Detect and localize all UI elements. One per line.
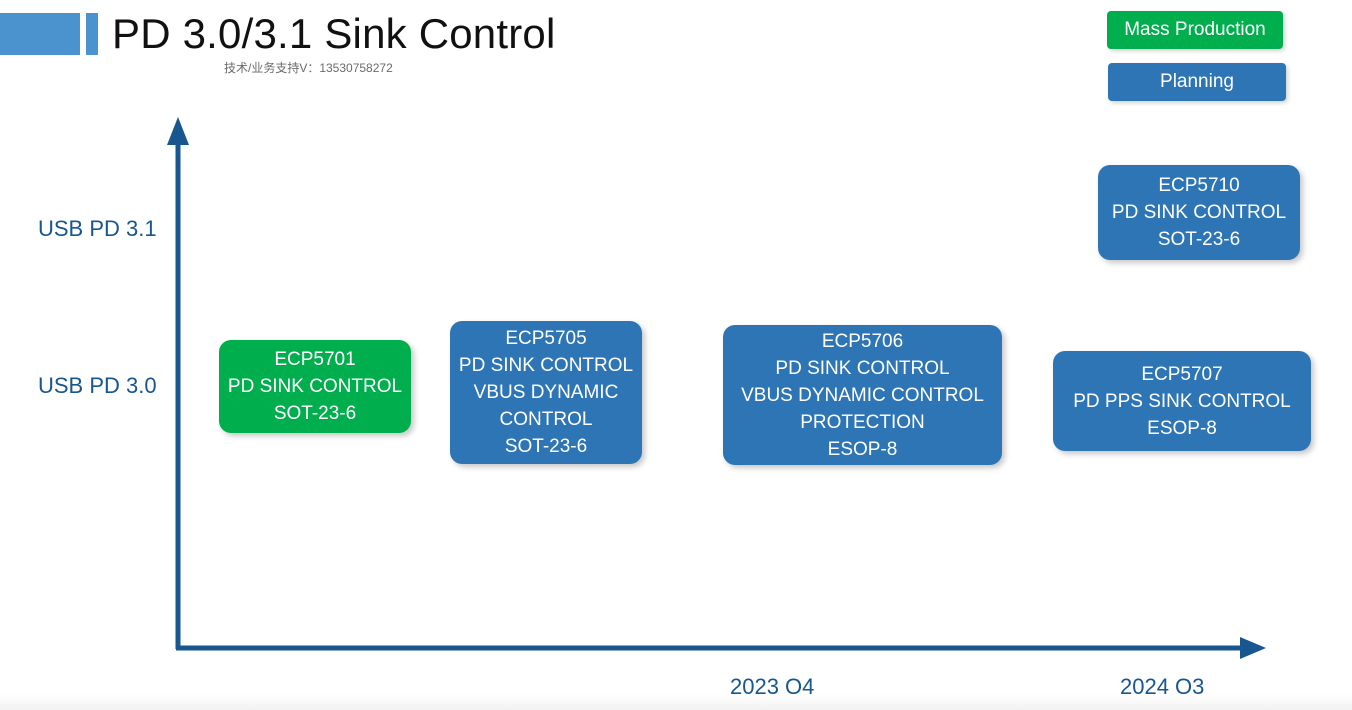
product-package-line: SOT-23-6	[504, 436, 588, 457]
product-feature-line: PD PPS SINK CONTROL	[1073, 390, 1291, 412]
legend-planning: Planning	[1108, 63, 1286, 101]
product-feature-line: PD SINK CONTROL	[1111, 202, 1287, 223]
product-card-ecp5710[interactable]: ECP5710 PD SINK CONTROL SOT-23-6	[1098, 165, 1300, 260]
product-part-number: ECP5701	[274, 349, 356, 370]
product-part-number: ECP5706	[821, 330, 904, 352]
title-accent-bar-wide	[0, 13, 80, 55]
legend-mass-production-label: Mass Production	[1124, 19, 1266, 40]
title-accent-bar-narrow	[86, 13, 98, 55]
product-card-ecp5701[interactable]: ECP5701 PD SINK CONTROL SOT-23-6	[219, 340, 411, 433]
product-part-number: ECP5710	[1158, 175, 1240, 196]
product-feature-line: PD SINK CONTROL	[775, 357, 950, 379]
product-package-line: SOT-23-6	[273, 403, 357, 424]
product-feature-line: PROTECTION	[800, 411, 925, 433]
product-package-line: ESOP-8	[1147, 417, 1217, 439]
contact-subtitle: 技术/业务支持V：13530758272	[224, 61, 393, 75]
product-part-number: ECP5705	[505, 328, 587, 349]
product-feature-line: VBUS DYNAMIC CONTROL	[473, 382, 619, 430]
y-axis-label-usb-pd-30: USB PD 3.0	[38, 373, 157, 398]
product-card-ecp5706[interactable]: ECP5706 PD SINK CONTROL VBUS DYNAMIC CON…	[723, 325, 1002, 465]
product-feature-line: PD SINK CONTROL	[458, 355, 634, 376]
y-axis-arrow-icon	[167, 117, 189, 145]
product-card-ecp5705[interactable]: ECP5705 PD SINK CONTROL VBUS DYNAMIC CON…	[450, 321, 642, 464]
product-feature-line: PD SINK CONTROL	[227, 376, 403, 397]
page-title: PD 3.0/3.1 Sink Control	[112, 10, 556, 57]
product-card-ecp5707[interactable]: ECP5707 PD PPS SINK CONTROL ESOP-8	[1053, 351, 1311, 451]
product-feature-line: VBUS DYNAMIC CONTROL	[741, 384, 984, 406]
product-part-number: ECP5707	[1141, 363, 1223, 385]
product-package-line: SOT-23-6	[1157, 229, 1241, 250]
y-axis-label-usb-pd-31: USB PD 3.1	[38, 216, 157, 241]
bottom-edge-band	[0, 694, 1352, 710]
product-package-line: ESOP-8	[827, 438, 898, 460]
legend-mass-production: Mass Production	[1107, 11, 1283, 49]
legend-planning-label: Planning	[1160, 71, 1234, 92]
x-axis-arrow-icon	[1240, 637, 1266, 659]
